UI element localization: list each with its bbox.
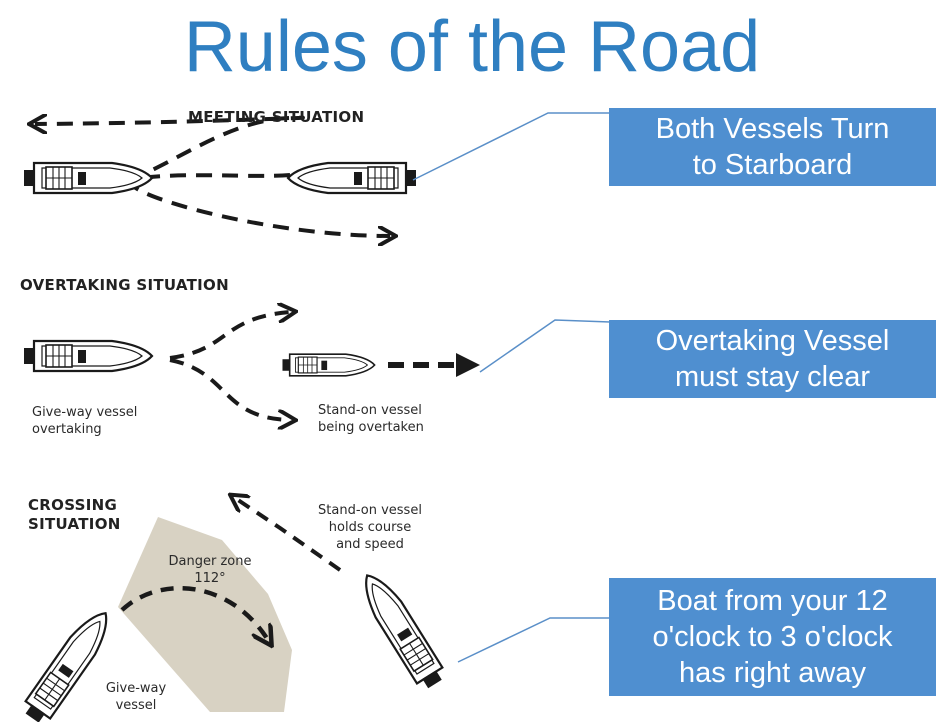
meeting-diagram <box>22 118 418 236</box>
meeting-callout-line2: to Starboard <box>692 149 853 181</box>
crossing-give-way-line1: Give-way <box>105 681 167 696</box>
give-way-crossing-course <box>120 585 268 640</box>
overtaking-callout: Overtaking Vessel must stay clear <box>609 320 936 398</box>
overtaking-callout-line1: Overtaking Vessel <box>655 325 890 357</box>
danger-zone-line1: Danger zone <box>168 554 252 569</box>
danger-zone-line2: 112° <box>194 571 226 586</box>
crossing-stand-on-line2: holds course <box>328 520 412 535</box>
crossing-connector <box>457 617 610 663</box>
page-title: Rules of the Road <box>183 7 761 87</box>
overtaking-diagram <box>22 312 480 420</box>
meeting-callout: Both Vessels Turn to Starboard <box>609 108 936 186</box>
overtaking-lower-course <box>169 358 290 420</box>
meeting-callout-line1: Both Vessels Turn <box>655 113 890 145</box>
overtaking-callout-line2: must stay clear <box>675 361 870 393</box>
crossing-stand-on-line1: Stand-on vessel <box>318 503 422 518</box>
crossing-stand-on-boat <box>353 566 449 694</box>
meeting-right-boat <box>286 161 418 195</box>
crossing-callout: Boat from your 12 o'clock to 3 o'clock h… <box>609 578 936 696</box>
crossing-give-way-label: Give-way vessel <box>96 680 176 714</box>
meeting-left-boat <box>22 161 154 195</box>
crossing-stand-on-label: Stand-on vessel holds course and speed <box>300 502 440 553</box>
meeting-left-course <box>35 118 305 182</box>
crossing-callout-line1: Boat from your 12 <box>657 585 888 617</box>
danger-zone-label: Danger zone 112° <box>160 553 260 587</box>
overtaking-give-way-line1: Give-way vessel <box>32 405 138 420</box>
crossing-diagram <box>18 498 449 722</box>
overtaking-heading: OVERTAKING SITUATION <box>20 276 229 294</box>
meeting-connector <box>412 112 610 181</box>
overtaking-stand-on-line2: being overtaken <box>318 420 424 435</box>
overtaking-connector <box>479 319 611 373</box>
crossing-give-way-line2: vessel <box>115 698 157 713</box>
danger-zone <box>118 517 292 712</box>
stand-on-crossing-course <box>235 498 342 572</box>
connector-lines <box>412 112 611 663</box>
overtaking-stand-on-boat <box>281 353 376 377</box>
overtaking-stand-on-line1: Stand-on vessel <box>318 403 422 418</box>
overtaking-give-way-boat <box>22 339 154 373</box>
crossing-heading: CROSSING SITUATION <box>28 496 121 534</box>
overtaking-stand-on-label: Stand-on vessel being overtaken <box>318 402 424 436</box>
overtaking-give-way-label: Give-way vessel overtaking <box>32 404 137 438</box>
crossing-heading-line1: CROSSING <box>28 496 118 514</box>
overtaking-give-way-line2: overtaking <box>32 422 102 437</box>
overtaking-upper-course <box>169 312 290 360</box>
meeting-heading: MEETING SITUATION <box>188 108 365 126</box>
crossing-stand-on-line3: and speed <box>336 537 404 552</box>
crossing-callout-line2: o'clock to 3 o'clock <box>652 621 893 653</box>
crossing-callout-line3: has right away <box>679 657 866 689</box>
crossing-heading-line2: SITUATION <box>28 515 121 533</box>
